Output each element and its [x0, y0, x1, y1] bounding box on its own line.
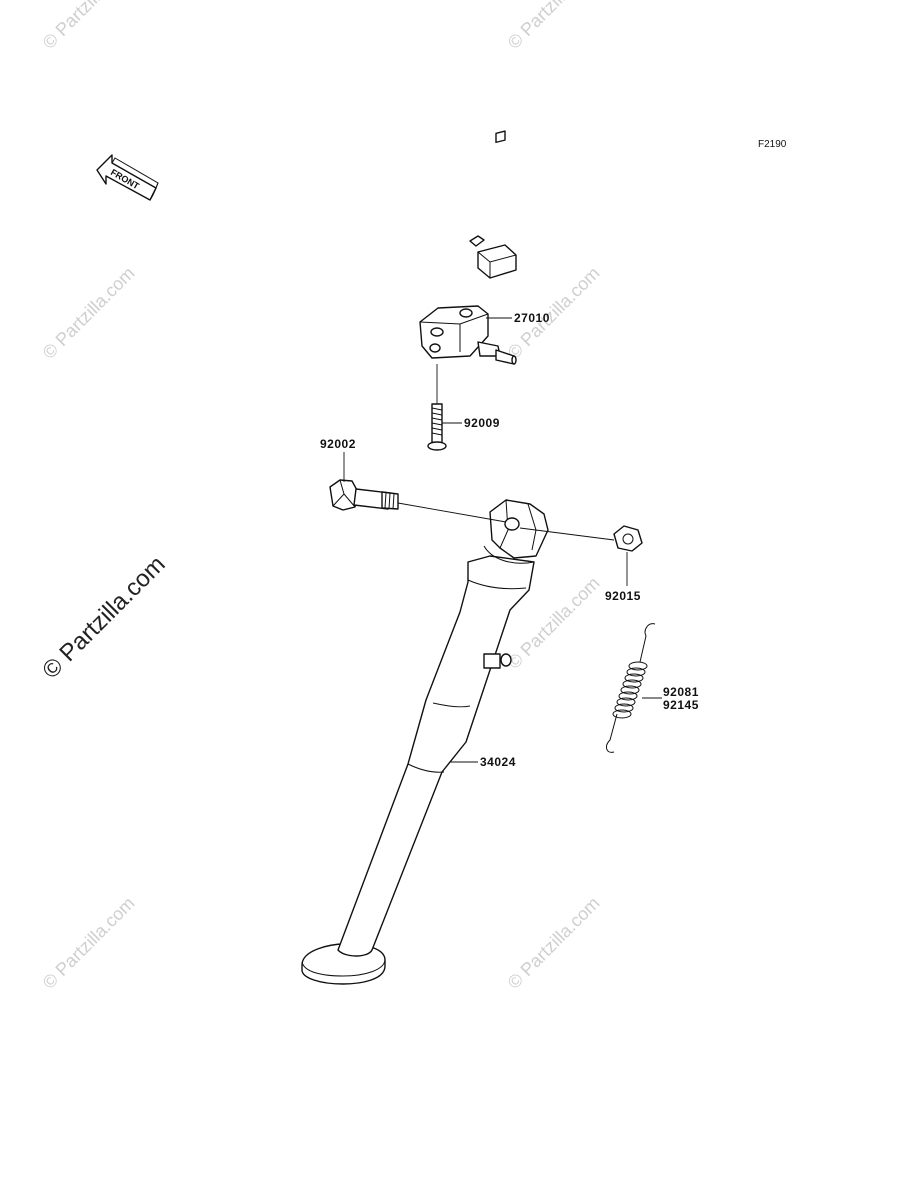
- callout-92145: 92145: [663, 698, 699, 712]
- side-stand: [301, 499, 549, 985]
- return-spring: [606, 623, 656, 753]
- watermark: © Partzilla.com: [504, 0, 604, 53]
- watermark-large: © Partzilla.com: [37, 551, 170, 684]
- watermark: © Partzilla.com: [39, 263, 139, 363]
- callout-27010: 27010: [514, 311, 550, 325]
- watermark: © Partzilla.com: [504, 893, 604, 993]
- watermark: © Partzilla.com: [39, 0, 139, 53]
- side-stand-switch: [375, 130, 517, 365]
- pivot-bolt: [329, 479, 399, 511]
- callout-92009: 92009: [464, 416, 500, 430]
- watermark: © Partzilla.com: [39, 893, 139, 993]
- callout-92002: 92002: [320, 437, 356, 451]
- callout-92015: 92015: [605, 589, 641, 603]
- callout-34024: 34024: [480, 755, 516, 769]
- callouts: 27010 92009 92002 92015 92081 92145 3402…: [320, 311, 699, 769]
- watermarks: © Partzilla.com © Partzilla.com © Partzi…: [37, 0, 603, 993]
- front-arrow-icon: FRONT: [96, 154, 159, 201]
- pivot-nut: [613, 525, 643, 552]
- figure-code: F2190: [758, 139, 787, 150]
- leader-lines: [343, 317, 662, 763]
- switch-screw: [427, 364, 447, 451]
- callout-92081: 92081: [663, 685, 699, 699]
